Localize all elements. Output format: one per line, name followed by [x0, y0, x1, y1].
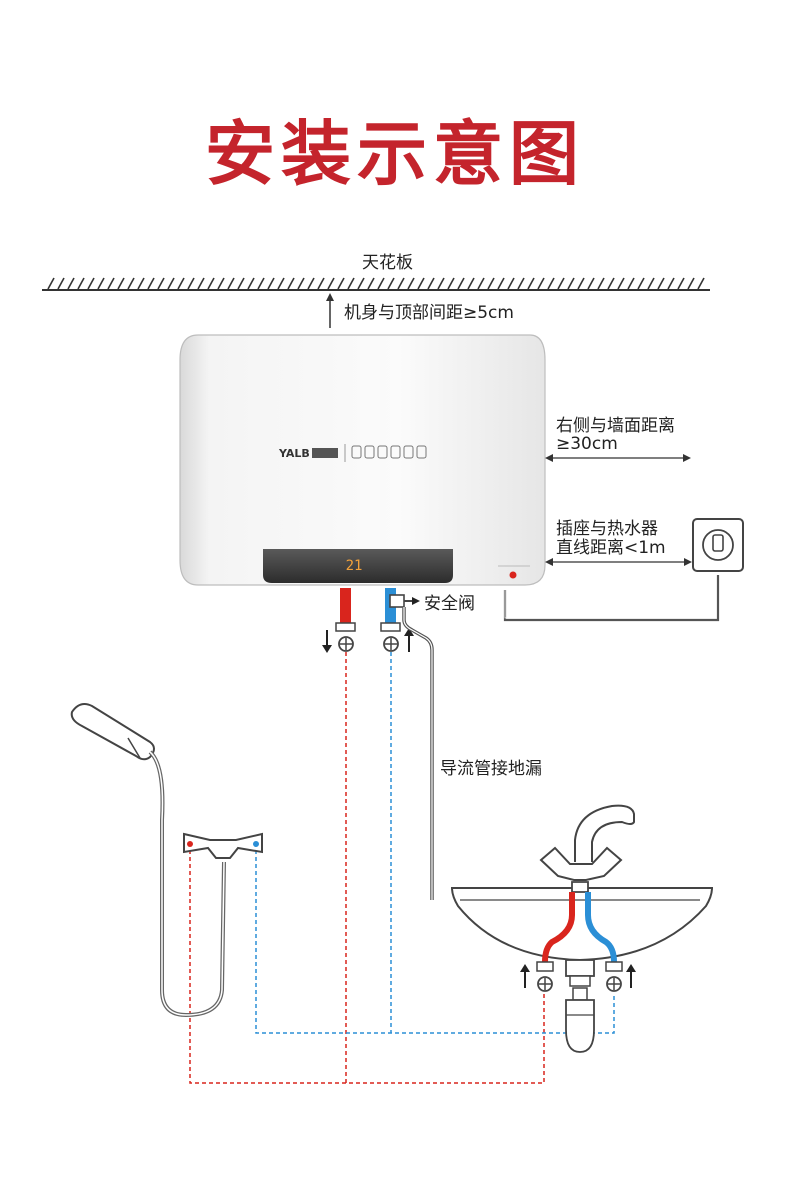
- hatch-mark: [277, 277, 285, 290]
- hatch-mark: [597, 277, 605, 290]
- hot-water-line: [189, 652, 545, 1084]
- hatch-mark: [257, 277, 265, 290]
- hatch-mark: [417, 277, 425, 290]
- hatch-mark: [567, 277, 575, 290]
- hatch-mark: [437, 277, 445, 290]
- hatch-mark: [287, 277, 295, 290]
- hatch-mark: [397, 277, 405, 290]
- hatch-mark: [57, 277, 65, 290]
- hatch-mark: [47, 277, 55, 290]
- hatch-mark: [637, 277, 645, 290]
- hatch-mark: [267, 277, 275, 290]
- hatch-mark: [667, 277, 675, 290]
- hatch-mark: [557, 277, 565, 290]
- cold-water-line: [255, 652, 615, 1034]
- hatch-mark: [427, 277, 435, 290]
- page-title: 安装示意图: [205, 113, 585, 195]
- side-clearance-label-1: 右侧与墙面距离: [556, 416, 675, 436]
- hatch-mark: [617, 277, 625, 290]
- drain-pipe-label: 导流管接地漏: [440, 759, 542, 779]
- hatch-mark: [657, 277, 665, 290]
- hatch-mark: [587, 277, 595, 290]
- hatch-mark: [177, 277, 185, 290]
- hatch-mark: [127, 277, 135, 290]
- hatch-mark: [247, 277, 255, 290]
- hatch-mark: [607, 277, 615, 290]
- hot-outlet-pipe: [322, 588, 356, 653]
- water-heater-icon: YALB 21: [179, 334, 546, 586]
- ceiling-label: 天花板: [362, 253, 413, 273]
- hatch-mark: [167, 277, 175, 290]
- top-clearance-label: 机身与顶部间距≥5cm: [344, 303, 514, 323]
- side-clearance-arrow: [545, 454, 691, 462]
- hatch-mark: [507, 277, 515, 290]
- side-clearance-label-2: ≥30cm: [556, 434, 618, 454]
- power-socket-icon: [503, 518, 744, 622]
- hatch-mark: [307, 277, 315, 290]
- basin-cold-supply: [585, 892, 636, 992]
- ceiling-hatch-icon: [42, 277, 710, 291]
- shower-head-icon: [70, 703, 226, 1018]
- hatch-mark: [117, 277, 125, 290]
- basin-icon: [450, 887, 714, 1053]
- hatch-mark: [197, 277, 205, 290]
- hatch-mark: [477, 277, 485, 290]
- hatch-mark: [217, 277, 225, 290]
- hatch-mark: [137, 277, 145, 290]
- hatch-mark: [687, 277, 695, 290]
- hatch-mark: [207, 277, 215, 290]
- hatch-mark: [447, 277, 455, 290]
- hatch-mark: [647, 277, 655, 290]
- hatch-mark: [107, 277, 115, 290]
- hatch-mark: [87, 277, 95, 290]
- hatch-mark: [237, 277, 245, 290]
- hatch-mark: [537, 277, 545, 290]
- hatch-mark: [677, 277, 685, 290]
- hatch-mark: [627, 277, 635, 290]
- hatch-mark: [497, 277, 505, 290]
- hatch-mark: [457, 277, 465, 290]
- basin-hot-supply: [520, 892, 575, 992]
- hatch-mark: [577, 277, 585, 290]
- socket-distance-arrow: [545, 558, 692, 566]
- hatch-mark: [187, 277, 195, 290]
- hatch-mark: [67, 277, 75, 290]
- hatch-mark: [347, 277, 355, 290]
- socket-distance-label-2: 直线距离<1m: [556, 538, 666, 558]
- hatch-mark: [407, 277, 415, 290]
- hatch-mark: [77, 277, 85, 290]
- hatch-mark: [377, 277, 385, 290]
- hatch-mark: [297, 277, 305, 290]
- hatch-mark: [517, 277, 525, 290]
- shower-mixer-icon: [183, 832, 263, 859]
- brand-logo: YALB: [278, 447, 338, 460]
- hatch-mark: [227, 277, 235, 290]
- top-clearance-arrow: [326, 293, 334, 328]
- hatch-mark: [317, 277, 325, 290]
- hatch-mark: [547, 277, 555, 290]
- basin-faucet-icon: [539, 804, 635, 893]
- hatch-mark: [147, 277, 155, 290]
- heater-display: 21: [346, 558, 363, 574]
- hatch-mark: [337, 277, 345, 290]
- socket-distance-label-1: 插座与热水器: [556, 519, 658, 539]
- control-buttons: [351, 445, 427, 459]
- hatch-mark: [387, 277, 395, 290]
- hatch-mark: [527, 277, 535, 290]
- safety-valve-icon: [389, 594, 420, 608]
- hatch-mark: [357, 277, 365, 290]
- svg-text:YALB: YALB: [278, 447, 310, 460]
- hatch-mark: [97, 277, 105, 290]
- hatch-mark: [327, 277, 335, 290]
- hatch-mark: [367, 277, 375, 290]
- safety-valve-label: 安全阀: [424, 594, 475, 614]
- hatch-mark: [157, 277, 165, 290]
- hatch-mark: [467, 277, 475, 290]
- hatch-mark: [697, 277, 705, 290]
- hatch-mark: [487, 277, 495, 290]
- drain-pipe-icon: [402, 607, 434, 900]
